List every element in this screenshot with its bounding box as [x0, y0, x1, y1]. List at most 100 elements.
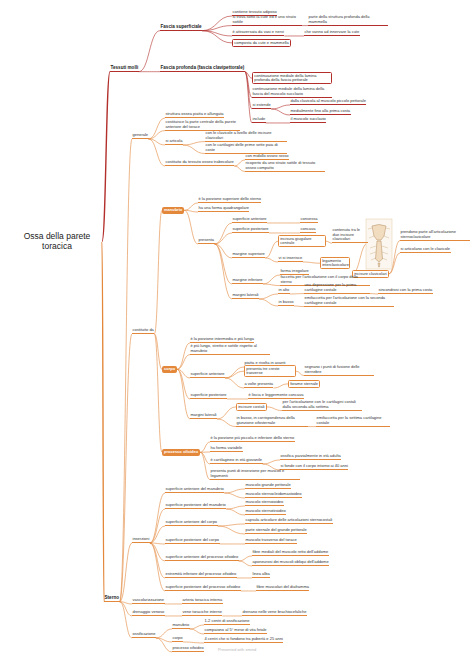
topic-text: Tessuti molli — [111, 65, 139, 70]
topic-text: dalla clavicola al muscolo piccolo petto… — [291, 99, 366, 104]
topic-text: capsula articolare delle articolazioni s… — [246, 518, 333, 523]
subtopic: una depressione per la prima cartilagine… — [304, 283, 370, 294]
boxed-topic: composta da cute e mammella — [232, 39, 291, 47]
branch-connector — [202, 31, 232, 43]
topic-text: generale — [133, 133, 149, 138]
topic-text: 1-2 centri di ossificazione — [205, 619, 250, 624]
topic-text: aponeurosi dei muscoli obliqui dell'addo… — [253, 560, 329, 565]
topic-text: si trova sotto la cute ed è uno strato s… — [233, 15, 302, 24]
subtopic: per l'articolazione con le cartilagini c… — [282, 400, 362, 411]
branch-connector — [120, 334, 132, 602]
subtopic: generale — [132, 133, 149, 139]
topic-text: è cartilagineo in età giovanile — [211, 458, 263, 463]
topic-text: superficie posteriore del manubrio — [166, 503, 226, 508]
subtopic: include — [252, 117, 266, 123]
branch-connector — [215, 244, 232, 284]
branch-connector — [200, 442, 210, 452]
subtopic: muscolo sternotiroideo — [245, 509, 286, 515]
topic-text: fibre muscolari del diaframma — [257, 585, 309, 590]
subtopic: con le clavicole a livello delle incisur… — [205, 131, 287, 142]
topic-text: è la porzione più piccola e inferiore de… — [211, 436, 295, 441]
topic-text: muscolo sternocleidomastoideo — [246, 492, 302, 497]
subtopic: dalla clavicola al muscolo piccolo petto… — [290, 99, 366, 105]
subtopic: il muscolo succlavio — [290, 117, 326, 123]
subtopic: con le cartilagini delle prime sette pai… — [205, 143, 287, 154]
subtopic: che vanno ad innervare la cute — [304, 30, 360, 36]
subtopic: muscolo grande pettorale — [245, 483, 291, 489]
subtopic: margini laterali — [232, 293, 259, 299]
highlight-topic: corpo — [162, 366, 177, 373]
topic-text: Sterno — [105, 595, 120, 600]
topic-text: muscolo trasverso del torace — [246, 538, 297, 543]
topic-text: una depressione per la prima cartilagine… — [305, 283, 370, 292]
subtopic: estremità inferiore del processo xifoide… — [165, 572, 237, 578]
branch-connector — [263, 275, 280, 284]
subtopic: si trova sotto la cute ed è uno strato s… — [232, 15, 302, 26]
branch-connector — [263, 460, 280, 464]
branch-connector — [139, 71, 160, 72]
subtopic: margini laterali — [190, 413, 217, 419]
subtopic: costituito da tessuto osseo trabecolare — [165, 160, 234, 166]
topic-text: superficie posteriore — [191, 393, 227, 398]
topic-text: Ossa della parete toracica — [13, 231, 102, 251]
topic-text: in basso, in corrispondenza della giunzi… — [237, 416, 308, 425]
topic-text: muscolo sternotiroideo — [246, 509, 286, 514]
branch-connector — [177, 343, 190, 369]
topic-text: che vanno ad innervare la cute — [305, 30, 360, 35]
branch-connector — [183, 145, 205, 154]
branch-connector — [154, 210, 162, 334]
subtopic: superficie posteriore del corpo — [165, 538, 220, 544]
subtopic: continuazione mediale della lamina della… — [252, 87, 332, 98]
branch-connector — [149, 131, 165, 139]
branch-connector — [234, 160, 245, 166]
branch-connector — [183, 642, 204, 643]
branch-connector — [239, 561, 252, 566]
subtopic: superficie anteriore del manubrio — [165, 487, 224, 493]
topic-text: prendono parte all'articolazione sternoc… — [401, 230, 470, 239]
topic-text: superficie anteriore del processo xifoid… — [166, 555, 239, 560]
topic-text: incisure clavicolari — [354, 272, 386, 277]
topic-text: si articola — [166, 139, 183, 144]
topic-text: costituisce la parte centrale della pare… — [166, 120, 240, 129]
subtopic: si estende — [252, 103, 271, 109]
branch-connector — [150, 493, 165, 543]
topic-text: con le clavicole a livello delle incisur… — [206, 131, 287, 140]
branch-connector — [222, 615, 242, 616]
branch-connector — [267, 222, 300, 223]
topic-text: drenano nelle vene brachiocefaliche — [243, 610, 307, 615]
boxed-topic: presenta tre creste trasverse — [244, 365, 296, 377]
subtopic: ha forma variabile — [210, 446, 243, 452]
topic-text: compaiono al 5° mese di vita fetale — [205, 628, 267, 633]
subtopic: superficie anteriore del corpo — [165, 520, 218, 526]
subtopic: processo xifoideo — [172, 646, 204, 652]
branch-connector — [273, 384, 288, 388]
subtopic: con midollo osseo rosso — [245, 154, 289, 160]
topic-text: forma irregolare — [281, 269, 309, 274]
branch-connector — [290, 293, 304, 294]
subtopic: 4 centri che si fondono tra pubertà e 25… — [204, 637, 283, 643]
branch-connector — [218, 524, 245, 526]
boxed-topic: incisura giugulare centrale — [278, 235, 326, 247]
topic-text: con midollo osseo rosso — [246, 154, 289, 159]
subtopic: drenano nelle vene brachiocefaliche — [242, 610, 307, 616]
topic-text: superficie posteriore del processo xifoi… — [166, 585, 241, 590]
branch-connector — [224, 493, 245, 498]
topic-text: è la porzione superiore dello sterno — [199, 197, 261, 202]
subtopic: superficie posteriore — [232, 227, 269, 233]
subtopic: superficie anteriore del processo xifoid… — [165, 555, 239, 561]
branch-connector — [215, 244, 232, 299]
topic-text: manubrio — [164, 208, 182, 213]
subtopic: corpo — [172, 636, 183, 642]
manubrium-shape — [372, 225, 386, 241]
branch-connector — [241, 590, 256, 591]
subtopic: vi si inserisce — [278, 256, 303, 262]
topic-text: estremità inferiore del processo xifoide… — [166, 572, 237, 577]
branch-connector — [190, 629, 204, 634]
branch-connector — [225, 367, 244, 378]
branch-connector — [150, 509, 165, 543]
subtopic: costituisce la parte centrale della pare… — [165, 120, 240, 131]
subtopic: è liscia e leggermente concava — [248, 393, 304, 399]
topic-text: 4 centri che si fondono tra pubertà e 25… — [205, 637, 283, 642]
topic-text: emifaccetta per la settima cartilagine c… — [317, 416, 390, 425]
subtopic: è la porzione intermedia e più lunga — [190, 337, 254, 343]
